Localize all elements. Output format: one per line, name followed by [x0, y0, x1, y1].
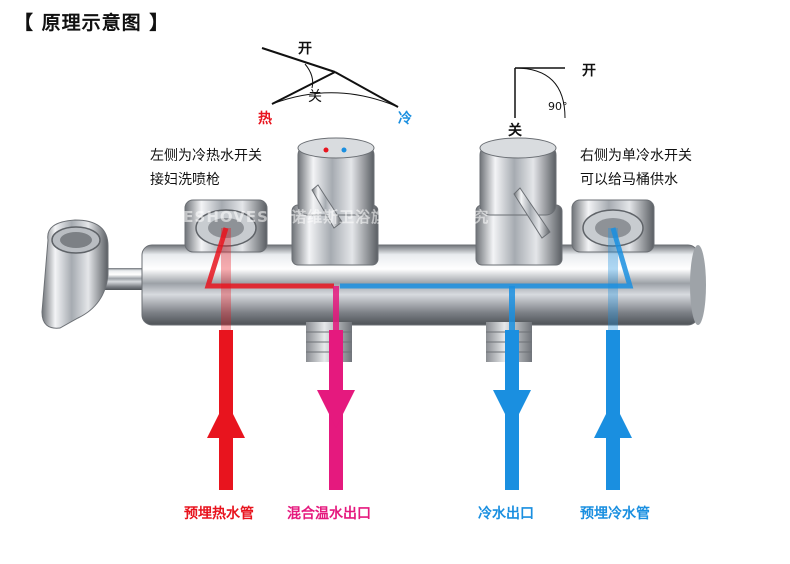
left-note-line2: 接妇洗喷枪	[150, 172, 220, 188]
left-dial-diagram	[261, 47, 399, 108]
cold-inlet-label: 预埋冷水管	[580, 506, 650, 522]
hot-inlet-arrow	[207, 330, 245, 490]
left-dial-cold-label: 冷	[398, 111, 412, 127]
right-valve-handle	[475, 137, 563, 266]
right-dial-angle-label: 90°	[548, 100, 568, 113]
cold-outlet-arrow	[493, 330, 531, 490]
diagram-title: 【 原理示意图 】	[14, 12, 170, 34]
right-inlet-cap	[571, 199, 655, 253]
mixed-outlet-arrow	[317, 330, 355, 490]
left-dial-hot-label: 热	[258, 111, 272, 127]
left-note: 左侧为冷热水开关 接妇洗喷枪	[150, 144, 262, 192]
hot-flow-path	[204, 227, 334, 330]
right-dial-open-label: 开	[582, 63, 596, 79]
watermark: GESHOVES 吉诺维斯卫浴旗舰店 盗图必究	[170, 208, 490, 226]
right-dial-diagram	[514, 67, 566, 119]
left-dial-close-label: 关	[308, 89, 322, 105]
cold-flow-path	[340, 227, 634, 330]
shower-holder	[41, 219, 155, 329]
left-dial-open-label: 开	[298, 41, 312, 57]
cold-inlet-arrow	[594, 330, 632, 490]
left-note-line1: 左侧为冷热水开关	[150, 148, 262, 164]
hot-inlet-label: 预埋热水管	[184, 506, 254, 522]
left-valve-handle	[291, 137, 379, 266]
right-note: 右侧为单冷水开关 可以给马桶供水	[580, 144, 692, 192]
cold-outlet-label: 冷水出口	[478, 506, 534, 522]
right-dial-close-label: 关	[508, 123, 522, 139]
mixed-outlet-label: 混合温水出口	[287, 506, 371, 522]
right-note-line1: 右侧为单冷水开关	[580, 148, 692, 164]
right-note-line2: 可以给马桶供水	[580, 172, 678, 188]
